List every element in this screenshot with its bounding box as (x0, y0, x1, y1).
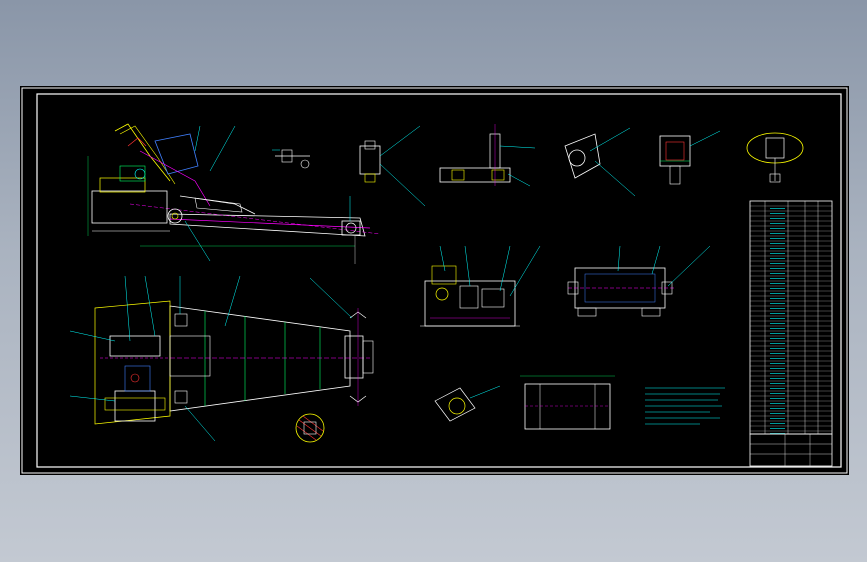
cad-drawing-canvas[interactable] (20, 86, 849, 475)
detail-view-2 (359, 125, 426, 207)
detail-view-6 (746, 132, 804, 183)
detail-view-1 (272, 149, 310, 169)
gearbox-view-left (420, 245, 541, 327)
detail-view-5 (659, 130, 721, 185)
cad-viewport[interactable] (20, 86, 849, 475)
inner-frame (36, 93, 842, 468)
gearbox-view-right (567, 245, 711, 317)
detail-view-4 (564, 127, 636, 197)
parts-list-rows (750, 205, 832, 434)
technical-notes (645, 387, 725, 425)
detail-view-3 (439, 124, 536, 187)
frame-plan-detail (520, 375, 615, 430)
detail-view-7 (434, 385, 501, 422)
title-block (749, 433, 833, 467)
hatched-section-icon (295, 413, 325, 443)
parts-list-table (749, 200, 833, 435)
main-elevation-view (87, 123, 381, 264)
outer-frame (21, 87, 848, 474)
plan-view (69, 275, 374, 442)
